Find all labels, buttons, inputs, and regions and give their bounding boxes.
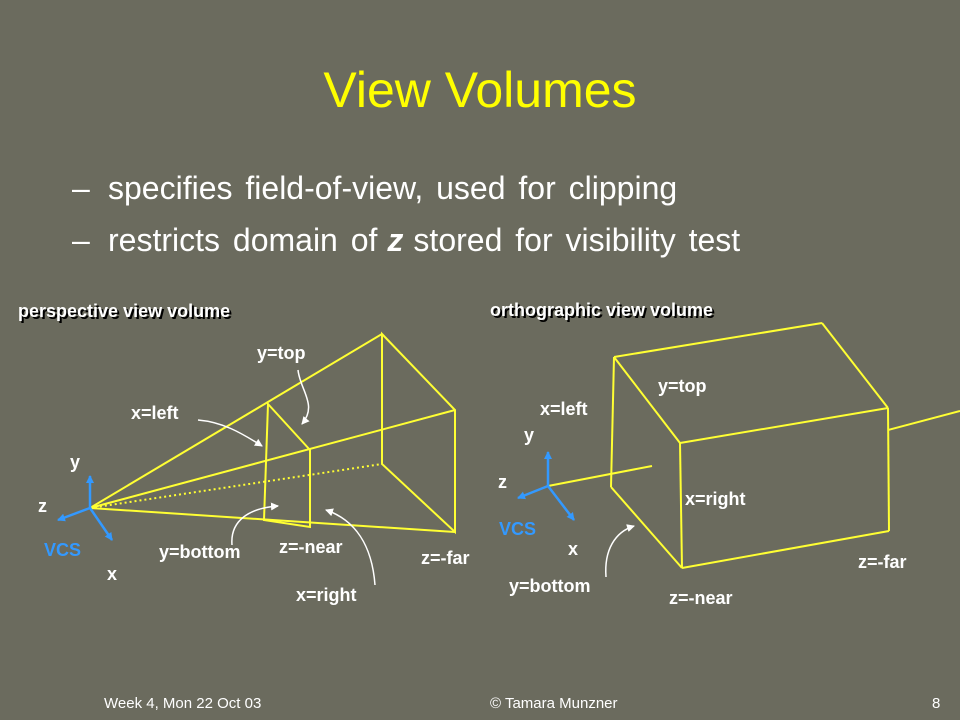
perspective-vcs-axes — [57, 475, 114, 541]
ortho-axis-y-label: y — [524, 425, 534, 445]
persp-label-y-bottom: y=bottom — [159, 542, 241, 562]
ortho-label-x-right: x=right — [685, 489, 746, 509]
bullet-dash: – — [72, 222, 90, 258]
persp-vcs-label: VCS — [44, 540, 81, 560]
box-edge-top-back — [613, 322, 823, 358]
axis-x-arrow — [88, 507, 114, 541]
arrow-x-left — [197, 419, 263, 447]
axis-z-arrow — [57, 506, 91, 522]
ortho-label-y-top: y=top — [658, 376, 707, 396]
ortho-axis-line-right — [887, 410, 960, 431]
ortho-label-z-near: z=-near — [669, 588, 733, 608]
perspective-callouts — [197, 369, 376, 586]
persp-label-z-near: z=-near — [279, 537, 343, 557]
ortho-axis-line-left — [547, 465, 653, 487]
persp-axis-x-label: x — [107, 564, 117, 584]
near-plane — [262, 401, 311, 529]
bullet-dash: – — [72, 170, 90, 206]
bullet-list: – specifies field-of-view, used for clip… — [72, 162, 932, 266]
arrow-y-bottom — [231, 502, 279, 546]
orthographic-box — [547, 322, 960, 569]
footer-date: Week 4, Mon 22 Oct 03 — [104, 695, 262, 712]
far-plane — [381, 331, 456, 535]
bullet-text-pre: restricts domain of — [108, 222, 378, 258]
perspective-heading: perspective view volume — [18, 301, 231, 321]
ortho-axis-z-label: z — [498, 472, 507, 492]
persp-label-x-right: x=right — [296, 585, 357, 605]
ortho-label-z-far: z=-far — [858, 552, 907, 572]
box-edge-front-right — [887, 407, 890, 532]
frustum-edge-top-left — [89, 333, 383, 509]
ortho-label-x-left: x=left — [540, 399, 588, 419]
box-edge-front-left — [679, 442, 683, 569]
ortho-vcs-axes — [517, 451, 575, 521]
box-edge-top-right — [821, 322, 889, 409]
bullet-variable-z: z — [387, 222, 404, 258]
frustum-edge-bottom-right — [89, 507, 456, 533]
footer-page-number: 8 — [932, 695, 941, 712]
box-edge-bottom-left — [610, 486, 683, 569]
bullet-text-post: stored for visibility test — [413, 222, 741, 258]
persp-label-x-left: x=left — [131, 403, 179, 423]
perspective-frustum — [89, 331, 456, 535]
ortho-vcs-label: VCS — [499, 519, 536, 539]
ortho-arrow-y-bottom — [605, 524, 635, 578]
frustum-edge-top-right — [89, 409, 456, 509]
arrow-y-top — [297, 369, 310, 425]
bullet-text: specifies field-of-view, used for clippi… — [108, 170, 678, 206]
footer-copyright: © Tamara Munzner — [490, 695, 618, 712]
axis-x-arrow — [547, 485, 575, 521]
bullet-item-field-of-view: – specifies field-of-view, used for clip… — [72, 162, 932, 214]
persp-axis-z-label: z — [38, 496, 47, 516]
box-edge-top-front — [679, 407, 889, 444]
box-edge-left-back — [610, 356, 615, 488]
slide-title: View Volumes — [323, 62, 637, 118]
box-edge-top-left — [613, 356, 681, 444]
frustum-edge-hidden — [89, 463, 383, 509]
axis-z-arrow — [517, 484, 549, 500]
bullet-item-restricts-z: – restricts domain of z stored for visib… — [72, 214, 932, 266]
box-edge-bottom-front — [681, 530, 890, 569]
persp-label-z-far: z=-far — [421, 548, 470, 568]
orthographic-heading: orthographic view volume — [490, 300, 714, 320]
ortho-axis-x-label: x — [568, 539, 578, 559]
ortho-label-y-bottom: y=bottom — [509, 576, 591, 596]
persp-label-y-top: y=top — [257, 343, 306, 363]
persp-axis-y-label: y — [70, 452, 80, 472]
arrow-x-right — [325, 508, 376, 586]
